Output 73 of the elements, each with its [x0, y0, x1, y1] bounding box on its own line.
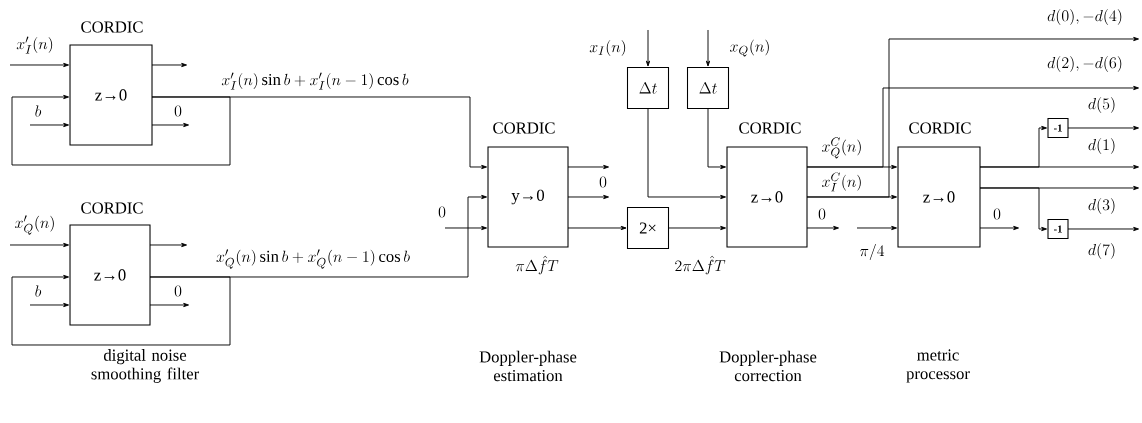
signal-arrow	[705, 29, 711, 67]
gain-box: 2×	[626, 206, 670, 250]
signal-label: $\pi/4$	[859, 244, 885, 260]
signal-label: $d(3)$	[1088, 198, 1115, 214]
signal-arrow	[151, 96, 487, 170]
signal-arrow	[149, 242, 187, 248]
signal-label: $x'_I(n)\sin b+x'_I(n-1)\cos b$	[221, 72, 409, 90]
stage-caption: metric processor	[906, 349, 970, 383]
signal-arrow	[11, 274, 231, 346]
signal-label: $0$	[438, 206, 446, 218]
signal-arrow	[567, 194, 609, 200]
node-label: CORDIC	[739, 122, 801, 134]
signal-arrow	[1067, 125, 1139, 131]
signal-label: $0$	[174, 285, 182, 297]
signal-arrow	[979, 225, 1019, 231]
signal-arrow	[806, 85, 1139, 168]
signal-arrow	[151, 62, 187, 68]
signal-label: $d(1)$	[1088, 138, 1115, 154]
signal-arrow	[9, 242, 69, 248]
signal-arrow	[567, 164, 609, 170]
signal-label: $d(0),-d(4)$	[1047, 9, 1122, 25]
signal-label: $0$	[993, 208, 1001, 220]
signal-label: $x^C_I(n)$	[822, 172, 861, 192]
signal-label: $x^C_Q(n)$	[822, 137, 861, 159]
signal-arrow	[707, 108, 726, 170]
cordic-block: CORDIC z→0	[726, 122, 808, 248]
signal-label: $b$	[35, 285, 42, 297]
signal-label: $d(5)$	[1088, 97, 1115, 113]
delay-box: $\Delta t$	[626, 66, 670, 110]
signal-label: $0$	[818, 208, 826, 220]
signal-label: $x_I(n)$	[589, 40, 626, 56]
signal-arrow	[979, 185, 1139, 191]
signal-label: $b$	[35, 105, 42, 117]
signal-arrow	[149, 194, 487, 278]
signal-arrow	[856, 225, 897, 231]
cordic-block: CORDIC z→0	[897, 122, 981, 248]
cordic-block: CORDIC z→0	[69, 21, 153, 146]
signal-label: $x_Q(n)$	[730, 39, 769, 57]
signal-label: $2\pi\Delta\hat{f}T$	[675, 255, 726, 275]
signal-arrow	[11, 94, 231, 166]
gain-box: -1	[1047, 218, 1069, 240]
signal-arrow	[29, 302, 69, 308]
delay-box: $\Delta t$	[686, 66, 730, 110]
signal-arrow	[979, 164, 1139, 170]
signal-label: $0$	[599, 176, 607, 188]
signal-label: $x'_Q(n)$	[15, 215, 54, 235]
signal-label: $0$	[174, 105, 182, 117]
node-label: CORDIC	[493, 122, 555, 134]
signal-arrow	[567, 225, 627, 231]
gain-box: -1	[1047, 117, 1069, 139]
stage-caption: Doppler-phase estimation	[479, 350, 577, 382]
cordic-block: CORDIC y→0	[487, 122, 569, 248]
signal-arrow	[647, 108, 726, 200]
signal-label: $d(2),-d(6)$	[1047, 56, 1122, 72]
node-label: CORDIC	[81, 21, 143, 33]
signal-arrow	[149, 302, 189, 308]
signal-label: $x'_Q(n)\sin b+x'_Q(n-1)\cos b$	[216, 249, 410, 269]
node-label: CORDIC	[81, 202, 143, 214]
signal-arrow	[645, 29, 651, 67]
signal-arrow	[668, 225, 726, 231]
signal-arrow	[806, 36, 1139, 198]
signal-arrow	[9, 62, 69, 68]
stage-caption: digital noise smoothing filter	[91, 349, 200, 383]
signal-label: $x'_I(n)$	[16, 36, 53, 54]
node-label: CORDIC	[909, 122, 971, 134]
stage-caption: Doppler-phase correction	[719, 350, 817, 382]
signal-arrow	[29, 122, 69, 128]
signal-label: $d(7)$	[1088, 243, 1115, 259]
signal-arrow	[151, 122, 189, 128]
signal-arrow	[1067, 226, 1139, 232]
signal-label: $\pi\Delta\hat{f}T$	[515, 255, 559, 275]
signal-arrow	[806, 225, 839, 231]
signal-arrow	[444, 225, 487, 231]
